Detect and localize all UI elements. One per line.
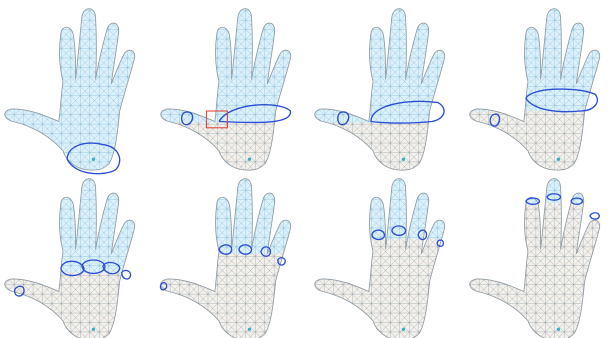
cut-curve — [122, 270, 131, 279]
hand-panel-6 — [151, 171, 319, 338]
centroid-point — [402, 328, 405, 331]
hand-region-blue — [0, 1, 163, 174]
hand-region-blue — [151, 171, 319, 254]
centroid-point — [557, 328, 560, 331]
hand-panel-7 — [305, 171, 473, 338]
hand-panel-5 — [0, 171, 163, 338]
hand-region-blue — [151, 1, 319, 123]
centroid-point — [248, 328, 251, 331]
hand-panel-2 — [151, 1, 319, 170]
hand-region-blue — [305, 171, 473, 239]
hand-region-blue — [305, 1, 473, 123]
hand-panel-3 — [305, 1, 473, 170]
hand-panel-8 — [460, 171, 613, 338]
cut-curve — [590, 213, 599, 219]
centroid-point — [248, 158, 251, 161]
centroid-point — [557, 158, 560, 161]
centroid-point — [92, 328, 95, 331]
centroid-point — [92, 158, 95, 161]
hand-region-blue — [0, 171, 163, 273]
hand-region-blue — [460, 1, 613, 111]
centroid-point — [402, 158, 405, 161]
hand-panel-1 — [0, 1, 163, 174]
hand-panel-4 — [460, 1, 613, 170]
